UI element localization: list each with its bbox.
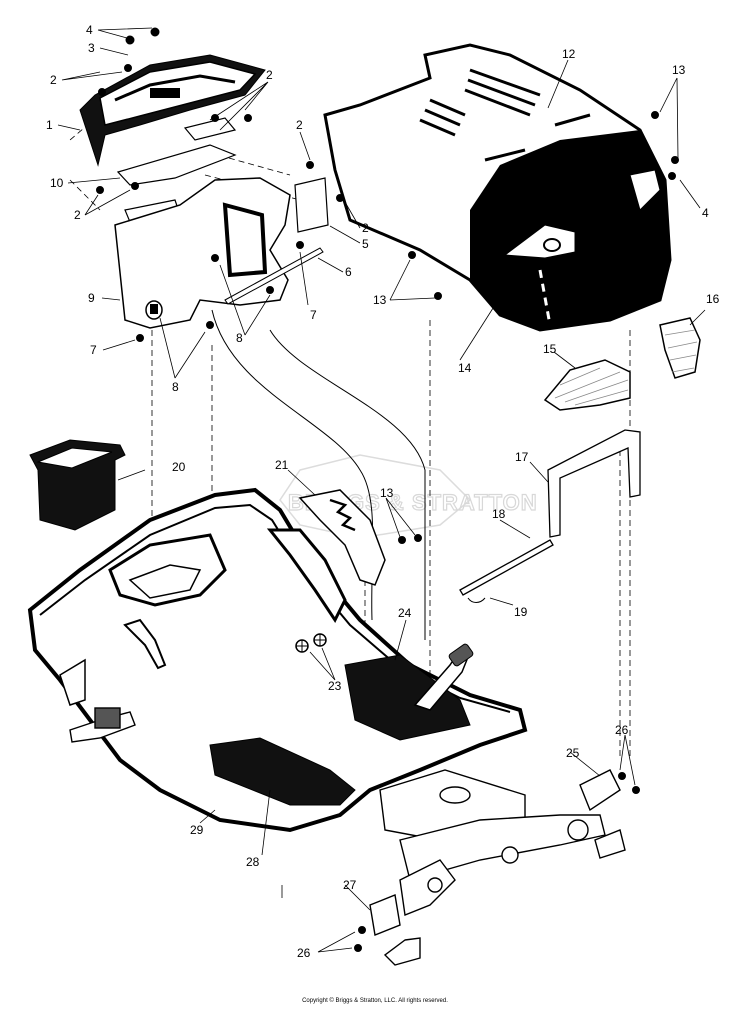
callout-2-mid: 2 xyxy=(296,118,303,132)
callout-2-top-left: 2 xyxy=(50,73,57,87)
part-18-rod xyxy=(459,539,554,603)
callout-14: 14 xyxy=(458,361,472,375)
callout-20: 20 xyxy=(172,460,186,474)
callout-27: 27 xyxy=(343,878,357,892)
callout-26-bottom: 26 xyxy=(297,946,311,960)
callout-3: 3 xyxy=(88,41,95,55)
callout-8-left: 8 xyxy=(172,380,179,394)
callout-9: 9 xyxy=(88,291,95,305)
callout-2-right: 2 xyxy=(362,221,369,235)
callout-15: 15 xyxy=(543,342,557,356)
transaxle xyxy=(69,707,626,966)
callout-12: 12 xyxy=(562,47,576,61)
copyright-notice: Copyright © Briggs & Stratton, LLC. All … xyxy=(302,998,448,1004)
callout-4-top: 4 xyxy=(86,23,93,37)
callout-19: 19 xyxy=(514,605,528,619)
part-12-hood xyxy=(323,43,672,332)
callout-4-right: 4 xyxy=(702,206,709,220)
part-29-frame xyxy=(27,487,528,833)
part-5-plate xyxy=(294,177,329,233)
part-16-grille xyxy=(659,317,701,379)
part-21-plate xyxy=(298,489,386,586)
callout-10: 10 xyxy=(50,176,64,190)
part-1-console xyxy=(79,54,266,167)
part-20-tray xyxy=(29,439,126,531)
callout-13-top: 13 xyxy=(672,63,686,77)
screws xyxy=(96,27,679,952)
callout-26-right: 26 xyxy=(615,723,629,737)
callout-2-left: 2 xyxy=(74,208,81,222)
callout-18: 18 xyxy=(492,507,506,521)
callout-21: 21 xyxy=(275,458,289,472)
part-23-knobs xyxy=(295,633,327,653)
callout-29: 29 xyxy=(190,823,204,837)
callout-1: 1 xyxy=(46,118,53,132)
leader-lines xyxy=(57,27,706,953)
part-17-bracket xyxy=(547,429,641,538)
callout-8-right: 8 xyxy=(236,331,243,345)
callout-17: 17 xyxy=(515,450,529,464)
part-15-grille xyxy=(543,359,631,411)
callout-13-lower: 13 xyxy=(380,486,394,500)
callout-28: 28 xyxy=(246,855,260,869)
callout-25: 25 xyxy=(566,746,580,760)
part-6-rod xyxy=(224,247,324,305)
callout-23: 23 xyxy=(328,679,342,693)
callout-7-right: 7 xyxy=(310,308,317,322)
callout-5: 5 xyxy=(362,237,369,251)
callout-labels: 4 3 2 1 2 10 2 2 2 5 6 7 8 9 7 8 12 13 4… xyxy=(46,23,720,960)
callout-24: 24 xyxy=(398,606,412,620)
part-24-mat xyxy=(344,643,474,741)
callout-7-left: 7 xyxy=(90,343,97,357)
callout-6: 6 xyxy=(345,265,352,279)
callout-2-top-right: 2 xyxy=(266,68,273,82)
part-28-mat xyxy=(209,737,356,806)
callout-16: 16 xyxy=(706,292,720,306)
callout-13-hood: 13 xyxy=(373,293,387,307)
